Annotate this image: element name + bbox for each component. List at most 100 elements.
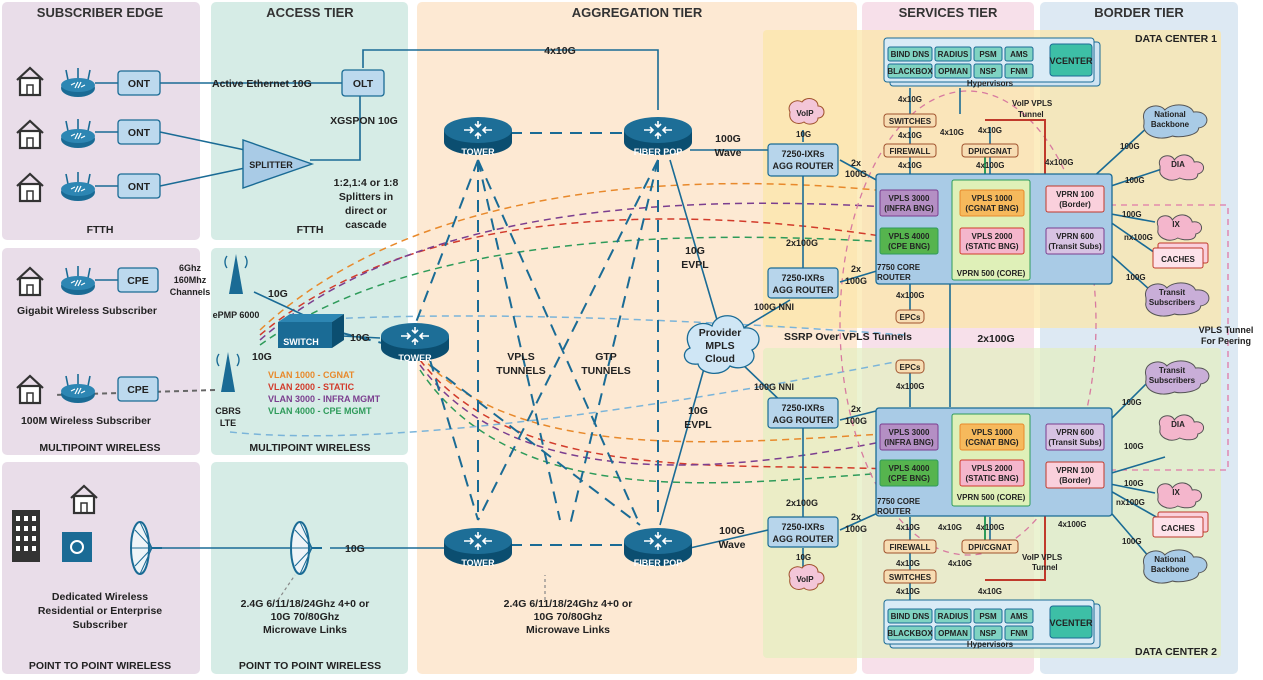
- svg-text:100G: 100G: [1122, 210, 1142, 219]
- ftth-footer-sub: FTTH: [87, 224, 114, 236]
- dc2-hyper-chip-label: RADIUS: [938, 612, 969, 621]
- svg-text:CACHES: CACHES: [1161, 524, 1195, 533]
- ont-box-2: [117, 119, 161, 145]
- tower-mid-label: TOWER: [398, 353, 432, 363]
- wireless-router-icon: [60, 373, 96, 404]
- enterprise-switch-icon: [62, 532, 92, 562]
- dc1-hyper-chip-label: AMS: [1010, 50, 1028, 59]
- fiber-pop-bottom-label: FIBER POP: [634, 558, 683, 568]
- wave-bottom-1: 100G: [719, 525, 745, 537]
- cpe-tunnel-dc2: [419, 369, 906, 484]
- dc1-hyper-chip: [1004, 63, 1034, 79]
- dc2-dpi: [961, 539, 1019, 554]
- dia-cloud-dc2-label: DIA: [1171, 420, 1185, 429]
- svg-text:100G: 100G: [1122, 537, 1142, 546]
- dc1-hyper-chip-label: RADIUS: [938, 50, 969, 59]
- switch-icon: [278, 314, 344, 348]
- svg-text:2x100G: 2x100G: [786, 238, 818, 248]
- dc2-hyper-chip: [973, 625, 1003, 641]
- cgnat-tunnel-dc1: [259, 182, 906, 331]
- svg-text:FIREWALL: FIREWALL: [890, 543, 931, 552]
- wireless-router-icon: [60, 265, 96, 296]
- svg-text:100G: 100G: [1124, 479, 1144, 488]
- multipoint-footer-access: MULTIPOINT WIRELESS: [249, 442, 370, 454]
- dc1-dpi: [961, 143, 1019, 158]
- dc2-vpls1000: [959, 423, 1025, 451]
- transit-cloud-dc1-label: Transit: [1159, 288, 1186, 297]
- svg-text:4x10G: 4x10G: [896, 587, 920, 596]
- svg-text:nx100G: nx100G: [1116, 498, 1145, 507]
- dc2-hyper-chip: [934, 625, 972, 641]
- dc2-vpls2000: [959, 459, 1025, 487]
- switch-tower-link: 10G: [350, 332, 370, 344]
- vlan-tunnels: [229, 182, 906, 484]
- svg-text:4x10G: 4x10G: [948, 559, 972, 568]
- svg-text:(Border): (Border): [1059, 476, 1091, 485]
- building-icon: [12, 510, 40, 562]
- epmp-link-label: 10G: [268, 288, 288, 300]
- dc1-hv-link: 4x10G: [898, 95, 922, 104]
- dc2-hyper-chip: [887, 625, 933, 641]
- dc1-hyper-chip: [887, 63, 933, 79]
- border-tier-header: BORDER TIER: [1094, 5, 1184, 20]
- cpe-box-1: [117, 267, 159, 293]
- svg-text:2x: 2x: [851, 512, 861, 522]
- dc1-vpls2000: [959, 227, 1025, 255]
- svg-text:VoIP VPLS: VoIP VPLS: [1022, 553, 1063, 562]
- dc1-switches-label: SWITCHES: [889, 117, 932, 126]
- transit-cloud-dc1-label: Subscribers: [1149, 298, 1196, 307]
- ghz-line-1: 6Ghz: [179, 263, 202, 273]
- svg-text:VPLS 1000: VPLS 1000: [972, 194, 1013, 203]
- infra-tunnel-dc2: [419, 364, 906, 466]
- ont-label-3: ONT: [128, 181, 151, 193]
- dc-link-label: 2x100G: [977, 333, 1014, 345]
- vlan-4000-label: VLAN 4000 - CPE MGMT: [268, 406, 372, 416]
- svg-text:ROUTER: ROUTER: [877, 273, 911, 282]
- vlan-2000-label: VLAN 2000 - STATIC: [268, 382, 355, 392]
- cpe-tunnel-dc1: [259, 236, 906, 346]
- p2p-subscriber-panel: [2, 462, 200, 674]
- switch-label: SWITCH: [283, 337, 319, 347]
- cpe-label-1: CPE: [127, 275, 149, 287]
- split-note-4: cascade: [345, 219, 387, 231]
- split-note-3: direct or: [345, 205, 387, 217]
- mpls-line-3: Cloud: [705, 353, 735, 365]
- gtp-tunnels-1: GTP: [595, 351, 617, 363]
- svg-text:4x10G: 4x10G: [940, 128, 964, 137]
- vlan-1000-label: VLAN 1000 - CGNAT: [268, 370, 355, 380]
- svg-text:Hypervisors: Hypervisors: [967, 640, 1014, 649]
- dc1-firewall-label: FIREWALL: [890, 147, 931, 156]
- static-tunnel-dc1: [259, 218, 906, 336]
- infra-tunnel-dc1: [259, 202, 906, 341]
- services-tier-header: SERVICES TIER: [899, 5, 998, 20]
- transit-cloud-dc2-label: Subscribers: [1149, 376, 1196, 385]
- national-backbone-cloud-dc1-label: Backbone: [1151, 120, 1190, 129]
- nni-top-label: 100G NNI: [754, 302, 794, 312]
- dia-cloud-dc1: [1158, 154, 1204, 181]
- dc1-agg-router-2: [767, 267, 839, 299]
- svg-text:7250-IXRs: 7250-IXRs: [781, 149, 824, 159]
- dc2-voip-cloud: [788, 564, 825, 591]
- dia-cloud-dc1-label: DIA: [1171, 160, 1185, 169]
- svg-text:(CPE BNG): (CPE BNG): [888, 242, 930, 251]
- dia-cloud-dc2: [1158, 414, 1204, 441]
- svg-text:4x10G: 4x10G: [978, 126, 1002, 135]
- svg-text:VoIP: VoIP: [796, 575, 814, 584]
- svg-text:100G: 100G: [1126, 273, 1146, 282]
- national-backbone-cloud-dc2: [1143, 549, 1208, 584]
- svg-text:CACHES: CACHES: [1161, 255, 1195, 264]
- static-tunnel-dc2: [419, 359, 906, 471]
- border-clouds: NationalBackboneDIAIXTransitSubscribersT…: [1143, 104, 1210, 584]
- active-ethernet-label: Active Ethernet 10G: [212, 78, 312, 90]
- svg-text:7750 CORE: 7750 CORE: [877, 497, 921, 506]
- vpls-tunnels-1: VPLS: [507, 351, 534, 363]
- olt-label: OLT: [353, 78, 374, 90]
- epmp-label: ePMP 6000: [213, 310, 260, 320]
- svg-text:4x100G: 4x100G: [976, 523, 1004, 532]
- wave-top-1: 100G: [715, 133, 741, 145]
- split-note-2: Splitters in: [339, 191, 393, 203]
- national-backbone-cloud-dc2-label: Backbone: [1151, 565, 1190, 574]
- cbrs-line-1: CBRS: [215, 406, 241, 416]
